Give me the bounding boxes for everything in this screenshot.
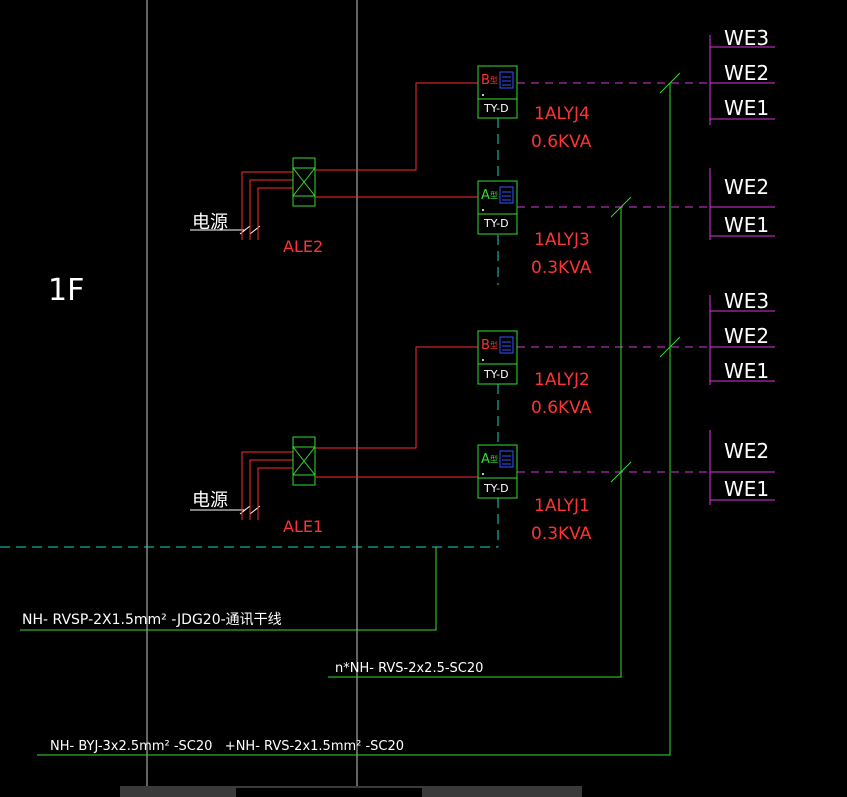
floor-label: 1F — [48, 273, 84, 308]
source-label: 电源 — [192, 212, 228, 233]
device-name: 1ALYJ3 — [534, 230, 590, 250]
circuit-label: WE3 — [724, 289, 769, 313]
device-capacity: 0.3KVA — [531, 524, 592, 544]
device-model: TY-D — [483, 217, 509, 230]
circuit-label: WE2 — [724, 324, 769, 348]
panel-label: ALE2 — [283, 237, 323, 256]
device-type-suffix: 型 — [490, 341, 498, 350]
command-input[interactable] — [236, 788, 422, 797]
circuit-bus-top: WE3 WE2 WE1 — [709, 26, 775, 125]
device-capacity: 0.6KVA — [531, 398, 592, 418]
device-capacity: 0.3KVA — [531, 258, 592, 278]
source-label: 电源 — [192, 490, 228, 511]
device-box: A 型 TY-D 1ALYJ1 0.3KVA — [477, 444, 592, 544]
device-type-letter: B — [481, 338, 490, 353]
device-name: 1ALYJ2 — [534, 370, 590, 390]
device-type-suffix: 型 — [490, 76, 498, 85]
circuit-label: WE1 — [724, 213, 769, 237]
feeder-wire — [315, 82, 478, 171]
device-type-letter: A — [481, 452, 490, 467]
circuit-label: WE2 — [724, 439, 769, 463]
battery-icon — [499, 450, 514, 468]
circuit-label: WE1 — [724, 359, 769, 383]
branch-line — [328, 207, 622, 678]
device-name: 1ALYJ4 — [534, 104, 590, 124]
device-model: TY-D — [483, 102, 509, 115]
power-source-bottom: 电源 ALE1 — [190, 436, 323, 536]
battery-icon — [499, 186, 514, 204]
comm-cable-label: NH- RVSP-2X1.5mm² -JDG20-通讯干线 — [22, 612, 282, 628]
device-type-suffix: 型 — [490, 191, 498, 200]
trunk-cable-label: NH- BYJ-3x2.5mm² -SC20 +NH- RVS-2x1.5mm²… — [50, 739, 404, 754]
device-name: 1ALYJ1 — [534, 496, 590, 516]
device-type-letter: B — [481, 73, 490, 88]
circuit-label: WE1 — [724, 477, 769, 501]
comm-line — [20, 547, 437, 631]
battery-icon — [499, 336, 514, 354]
power-source-top: 电源 ALE2 — [190, 157, 323, 256]
circuit-label: WE1 — [724, 96, 769, 120]
trunk-line — [37, 83, 671, 756]
circuit-bus-3: WE3 WE2 WE1 — [709, 289, 775, 385]
device-type-letter: A — [481, 188, 490, 203]
device-type-suffix: 型 — [490, 455, 498, 464]
branch-cable-label: n*NH- RVS-2x2.5-SC20 — [335, 661, 483, 676]
circuit-label: WE3 — [724, 26, 769, 50]
feeder-wire — [315, 346, 478, 449]
device-box: B 型 TY-D 1ALYJ2 0.6KVA — [477, 330, 592, 418]
circuit-bus-2: WE2 WE1 — [709, 168, 775, 240]
device-box: B 型 TY-D 1ALYJ4 0.6KVA — [477, 65, 592, 152]
circuit-label: WE2 — [724, 61, 769, 85]
device-box: A 型 TY-D 1ALYJ3 0.3KVA — [477, 180, 592, 278]
panel-label: ALE1 — [283, 517, 323, 536]
device-capacity: 0.6KVA — [531, 132, 592, 152]
circuit-label: WE2 — [724, 175, 769, 199]
switch-box — [292, 157, 316, 207]
switch-box — [292, 436, 316, 486]
device-model: TY-D — [483, 482, 509, 495]
battery-icon — [499, 71, 514, 89]
device-model: TY-D — [483, 368, 509, 381]
circuit-bus-4: WE2 WE1 — [709, 430, 775, 505]
